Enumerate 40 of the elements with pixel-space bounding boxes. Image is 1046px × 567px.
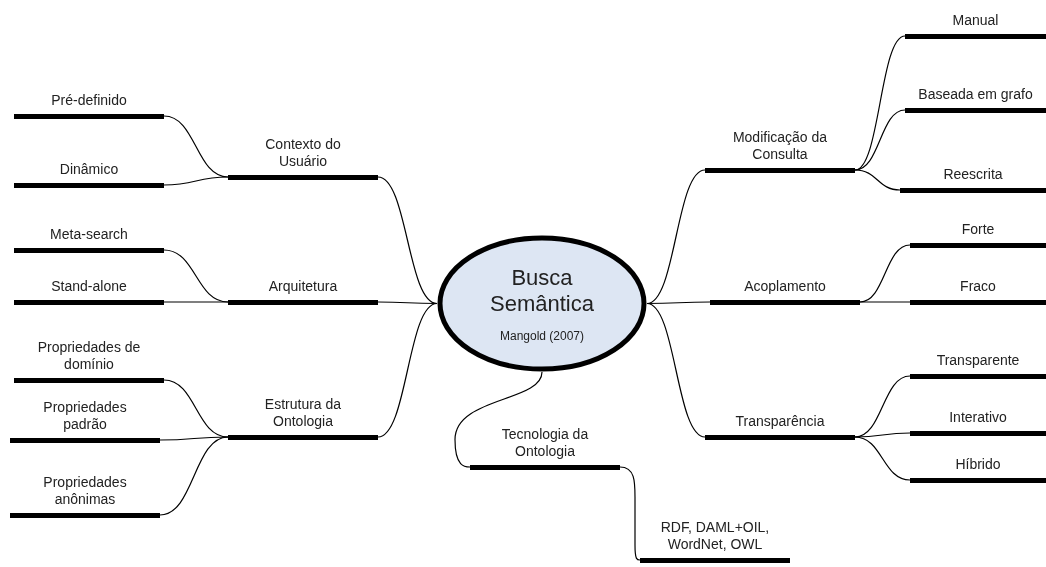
topic-label: Stand-alone	[51, 277, 127, 295]
connector-line	[854, 169, 901, 191]
connector-line	[619, 466, 641, 561]
topic-label: Fraco	[960, 277, 996, 295]
connector-line	[859, 301, 911, 303]
topic-label: Propriedades de domínio	[36, 338, 142, 373]
topic-label: Interativo	[949, 408, 1007, 426]
connector-line	[377, 302, 438, 438]
topic-label: Híbrido	[955, 455, 1001, 473]
connector-line	[454, 371, 543, 468]
author-text: Mangold (2007)	[499, 328, 585, 343]
connector-line	[159, 436, 229, 516]
connector-line	[646, 169, 706, 305]
connector-line	[377, 176, 438, 305]
topic-label: RDF, DAML+OIL, WordNet, OWL	[659, 518, 771, 553]
topic-label: Contexto do Usuário	[264, 135, 342, 170]
topic-label: Transparente	[936, 351, 1020, 369]
topic-label: Manual	[952, 11, 999, 29]
topic-label: Arquitetura	[268, 277, 338, 295]
topic-label: Acoplamento	[744, 277, 826, 295]
central-ellipse	[437, 235, 647, 372]
topic-label: Modificação da Consulta	[731, 128, 829, 163]
topic-label: Propriedades anônimas	[42, 473, 128, 508]
title-text: Busca Semântica	[489, 264, 595, 317]
topic-label: Forte	[961, 220, 995, 238]
topic-label: Pré-definido	[51, 91, 127, 109]
topic-label: Propriedades padrão	[42, 398, 128, 433]
connector-line	[163, 176, 229, 186]
topic-label: Tecnologia da Ontologia	[500, 425, 590, 460]
topic-label: Baseada em grafo	[918, 85, 1033, 103]
connector-line	[163, 301, 229, 303]
topic-label: Dinâmico	[59, 160, 119, 178]
connector-line	[159, 436, 229, 441]
connector-line	[646, 302, 706, 438]
connector-line	[854, 436, 911, 481]
topic-label: Reescrita	[943, 165, 1003, 183]
topic-label: Transparência	[735, 412, 825, 430]
connector-line	[854, 432, 911, 438]
topic-label: Meta-search	[50, 225, 128, 243]
topic-label: Estrutura da Ontologia	[263, 395, 343, 430]
